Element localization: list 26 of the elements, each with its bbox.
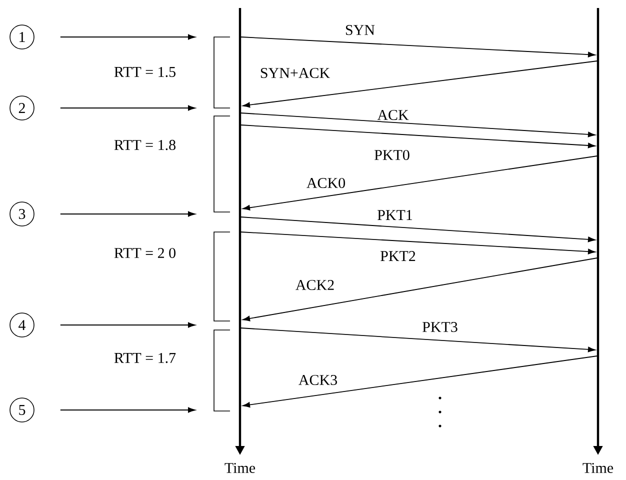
message-label: PKT2 — [380, 251, 416, 261]
axis-label: Time — [224, 462, 256, 474]
arrow — [60, 34, 196, 40]
message-label: ACK — [377, 110, 409, 120]
circled-number: 5 — [10, 398, 34, 422]
rtt-label: RTT = 2 0 — [114, 248, 176, 258]
arrow — [60, 105, 196, 111]
rtt-label: RTT = 1.7 — [114, 352, 176, 364]
message-label: PKT1 — [378, 210, 412, 220]
circled-number: 4 — [10, 312, 34, 338]
circled-number: 1 — [10, 24, 34, 50]
message-label: ACK3 — [298, 374, 337, 386]
arrow — [60, 211, 196, 217]
arrow — [60, 322, 196, 328]
message-label: SYN — [346, 24, 375, 36]
message-label: ACK2 — [296, 280, 334, 290]
message-label: ACK0 — [306, 178, 346, 188]
rtt-label: RTT = 1.8 — [114, 140, 176, 150]
message-label: PKT0 — [374, 150, 410, 160]
circled-number: 3 — [10, 202, 34, 226]
message-label: SYN+ACK — [260, 68, 330, 78]
circled-number: 2 — [10, 96, 34, 120]
rtt-label: RTT = 1.5 — [114, 66, 176, 78]
axis-label: Time — [582, 462, 614, 474]
message-label: PKT3 — [422, 322, 458, 332]
arrow — [60, 407, 196, 413]
